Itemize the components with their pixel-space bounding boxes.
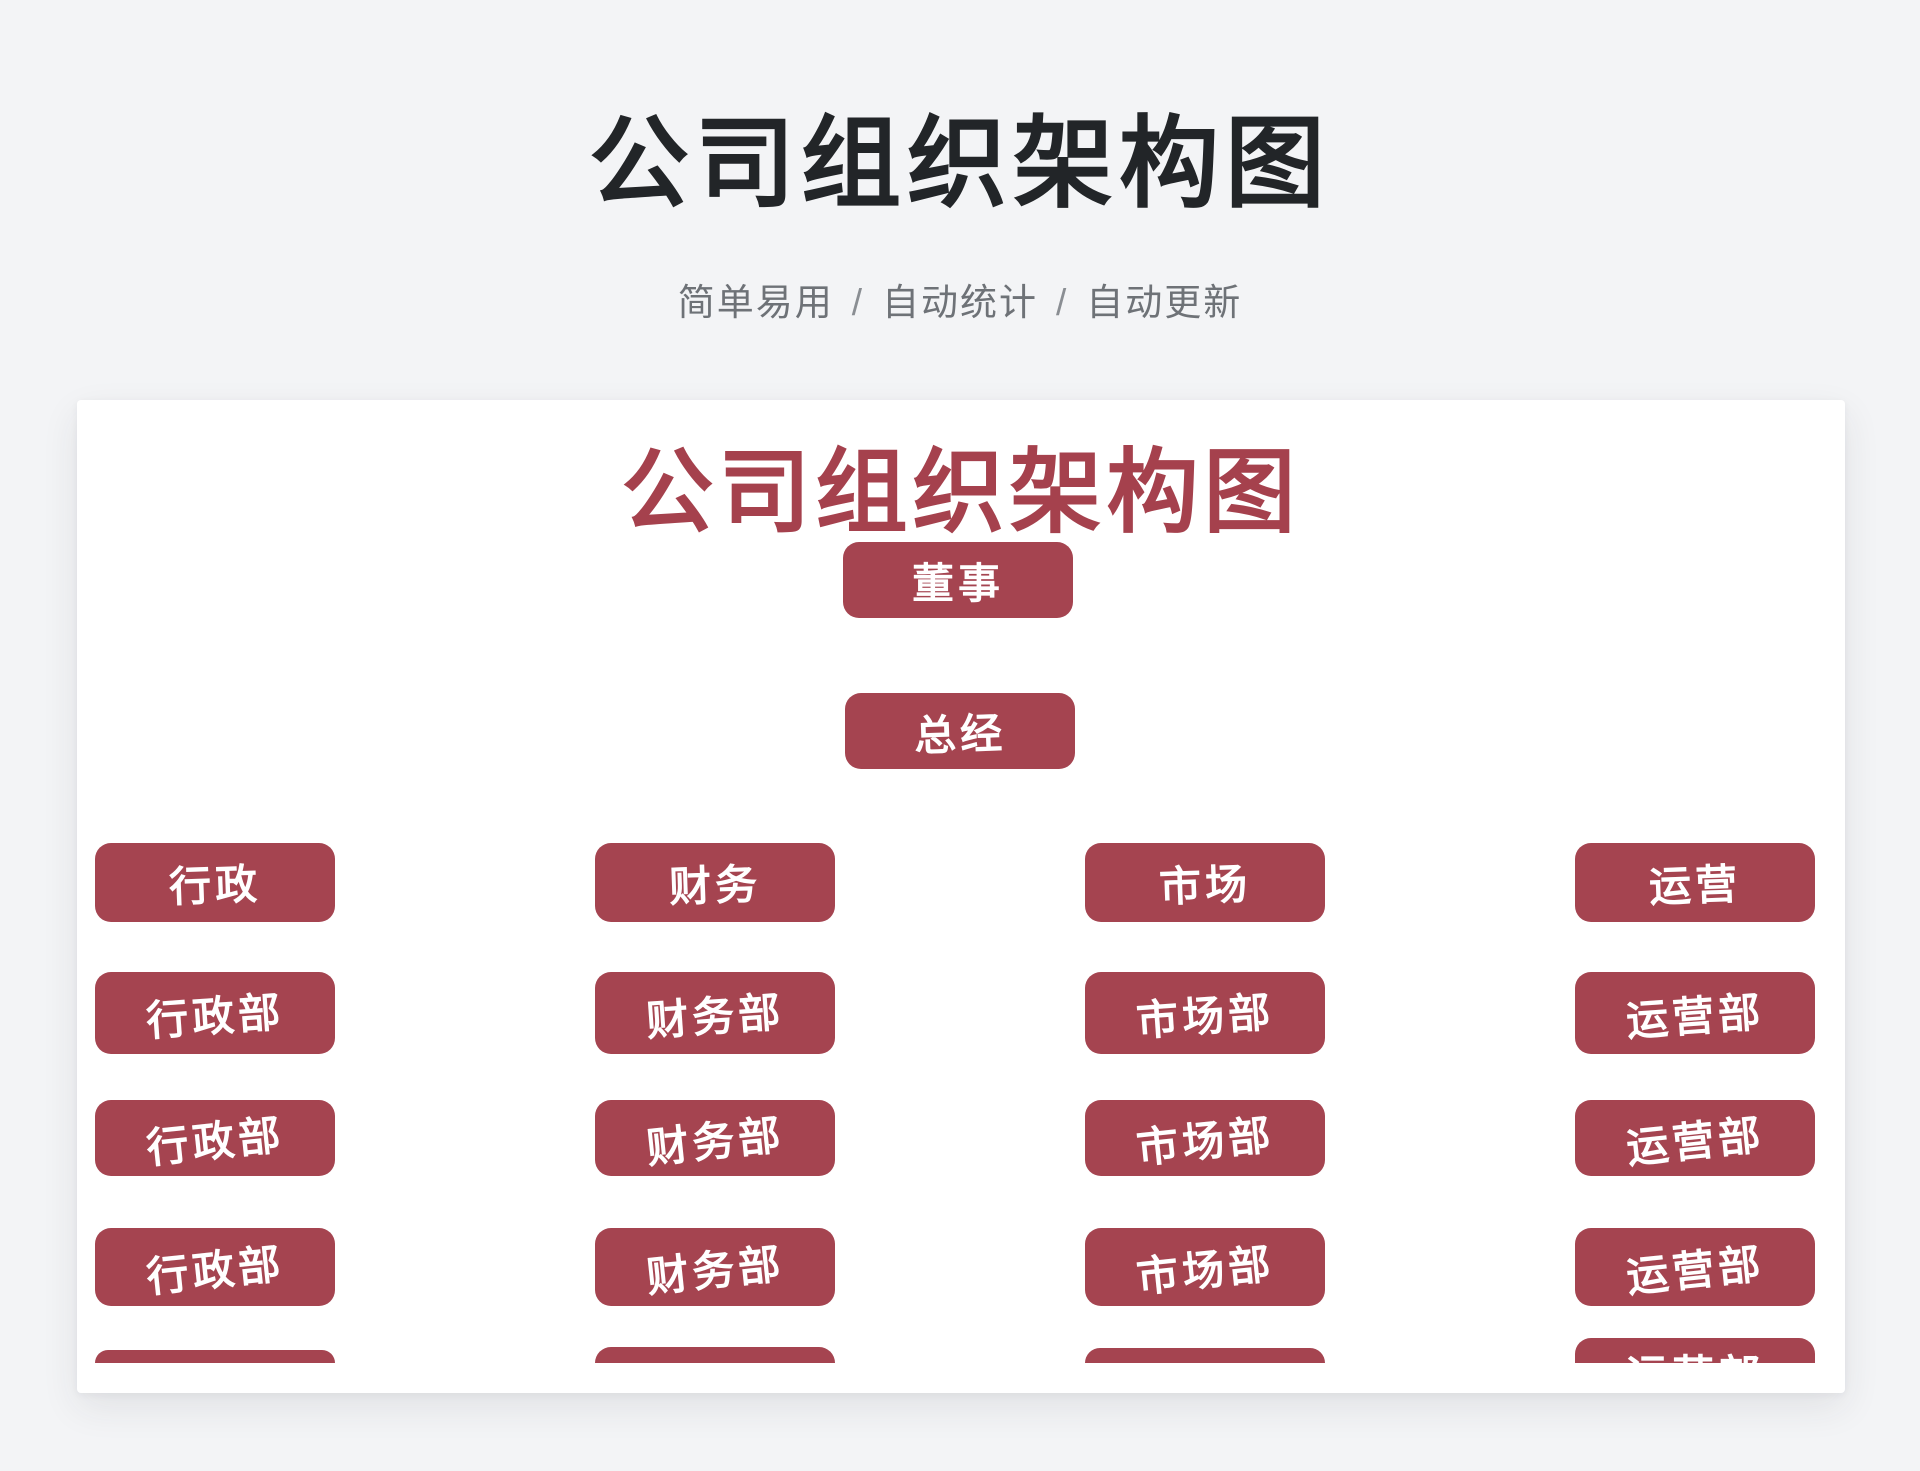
org-chart-preview-card[interactable]: 公司组织架构图 董事 总经 行政 财务 市场 运营 行政部 财务部 市场部 运营…	[77, 400, 1845, 1393]
org-node-market-head: 市场	[1085, 843, 1325, 922]
org-node-market-dept-cropped	[1085, 1348, 1325, 1363]
org-chart-title: 公司组织架构图	[621, 442, 1301, 544]
org-node-market-dept: 市场部	[1085, 1228, 1325, 1306]
org-node-operations-dept: 运营部	[1575, 1228, 1815, 1306]
org-node-operations-dept-cropped: 运营部	[1575, 1338, 1815, 1363]
subtitle-feature-1: 简单易用	[677, 282, 834, 323]
org-node-admin-head: 行政	[95, 843, 335, 922]
org-node-operations-head: 运营	[1575, 843, 1815, 922]
org-node-market-dept: 市场部	[1085, 972, 1325, 1054]
org-node-market-dept: 市场部	[1085, 1100, 1325, 1176]
org-node-finance-dept: 财务部	[595, 1100, 835, 1176]
org-node-finance-head: 财务	[595, 843, 835, 922]
org-node-finance-dept-cropped	[595, 1347, 835, 1363]
subtitle-separator: /	[851, 282, 864, 323]
subtitle-separator: /	[1056, 282, 1069, 323]
org-node-finance-dept: 财务部	[595, 1228, 835, 1306]
subtitle-feature-2: 自动统计	[882, 282, 1038, 323]
org-node-admin-dept: 行政部	[95, 1228, 335, 1306]
page-title: 公司组织架构图	[589, 108, 1331, 220]
org-node-general-manager: 总经	[845, 693, 1075, 769]
org-node-admin-dept-cropped	[95, 1350, 335, 1363]
org-node-operations-dept: 运营部	[1575, 1100, 1815, 1176]
org-node-finance-dept: 财务部	[595, 972, 835, 1054]
subtitle-feature-3: 自动更新	[1086, 282, 1243, 323]
page-subtitle: 简单易用 / 自动统计 / 自动更新	[0, 272, 1920, 326]
org-node-operations-dept: 运营部	[1575, 972, 1815, 1054]
org-node-director: 董事	[843, 542, 1073, 618]
org-node-admin-dept: 行政部	[95, 972, 335, 1054]
org-node-admin-dept: 行政部	[95, 1100, 335, 1176]
